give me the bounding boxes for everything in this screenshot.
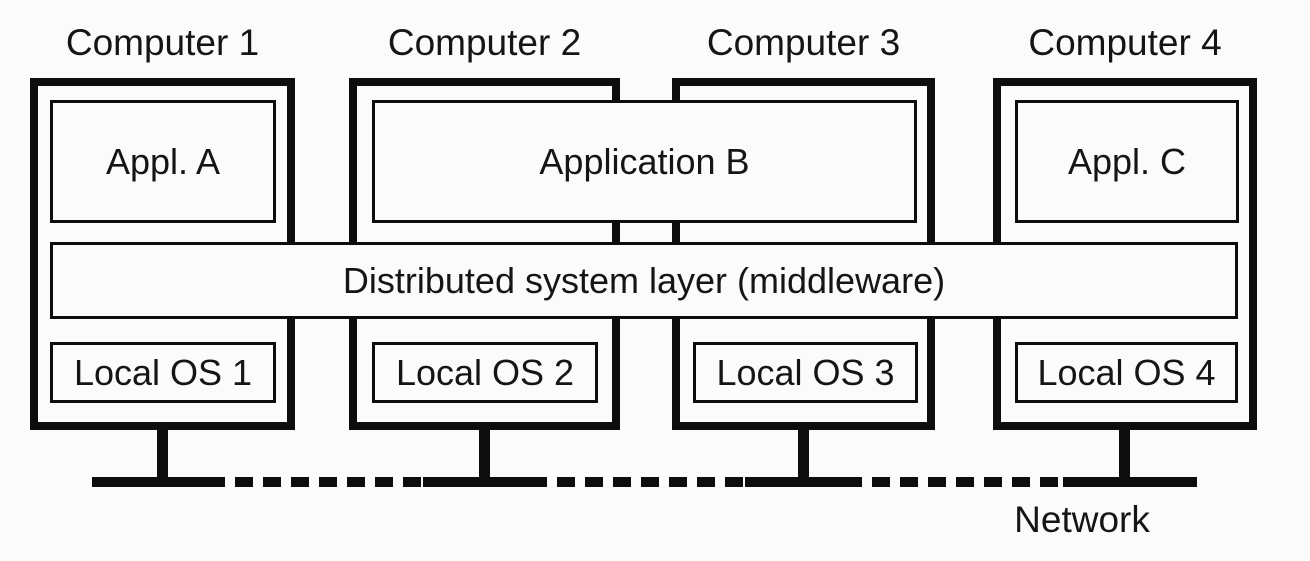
network-line-solid-segment-3: [745, 477, 862, 487]
computer-2-label: Computer 2: [387, 22, 582, 63]
local-os-2-box: Local OS 2: [372, 342, 598, 403]
computer-3-label: Computer 3: [706, 22, 901, 63]
appl-a-box: Appl. A: [50, 100, 276, 223]
network-label: Network: [1014, 499, 1150, 540]
network-line-dashed-segment-3: [862, 477, 1063, 487]
local-os-3-box: Local OS 3: [693, 342, 918, 403]
network-line-solid-segment-2: [423, 477, 547, 487]
local-os-1-box: Local OS 1: [50, 342, 276, 403]
computer-4-label: Computer 4: [1028, 22, 1222, 63]
network-connector-3: [798, 424, 809, 483]
network-connector-2: [479, 424, 490, 483]
network-line-dashed-segment-1: [225, 477, 423, 487]
network-line-solid-segment-4: [1063, 477, 1197, 487]
appl-c-box: Appl. C: [1015, 100, 1239, 223]
network-line-solid-segment-1: [92, 477, 225, 487]
computer-1-label: Computer 1: [65, 22, 260, 63]
application-b-box: Application B: [372, 100, 917, 223]
network-line-dashed-segment-2: [547, 477, 745, 487]
local-os-4-box: Local OS 4: [1015, 342, 1238, 403]
network-connector-1: [157, 424, 168, 483]
network-connector-4: [1119, 424, 1130, 483]
middleware-layer-box: Distributed system layer (middleware): [50, 242, 1238, 319]
